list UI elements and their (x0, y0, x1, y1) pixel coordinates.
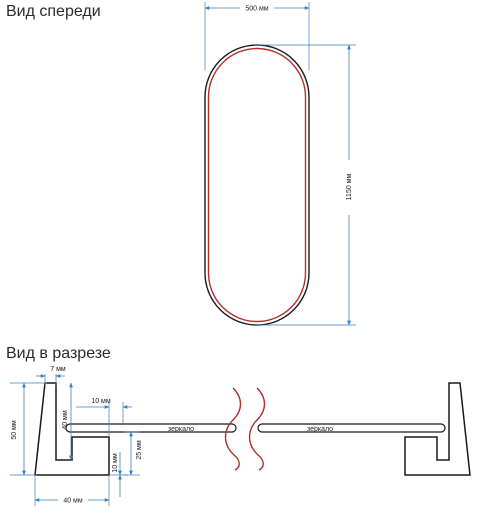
dim-frame-width-label: 40 мм (63, 498, 83, 505)
height-label: 1150 мм (346, 174, 353, 201)
dim-inner-height-label: 40 мм (62, 410, 69, 430)
height-dimension: 1150 мм (255, 44, 356, 326)
break-line-right (248, 387, 266, 471)
dim-lip-width-label: 7 мм (50, 366, 66, 373)
width-dimension: 500 мм (204, 2, 310, 70)
dim-overlap-label: 10 мм (91, 398, 111, 405)
dim-base-thickness-label: 10 мм (112, 453, 119, 473)
mirror-glass-right (257, 423, 446, 433)
mirror-glass-left (65, 423, 237, 433)
dim-lip-width: 7 мм (36, 366, 66, 385)
mirror-label-right: зеркало (307, 426, 333, 433)
dim-overlap: 10 мм (76, 398, 132, 437)
right-frame-profile (404, 382, 471, 476)
mirror-front-outline (204, 44, 310, 326)
break-line-left (224, 387, 242, 471)
dim-frame-height: 50 мм (10, 382, 47, 476)
dim-recess-depth-label: 25 мм (136, 440, 143, 460)
dim-base-thickness: 10 мм (109, 452, 128, 497)
dim-inner-height: 40 мм (62, 382, 73, 461)
front-view-title: Вид спереди (6, 3, 101, 20)
section-view-title: Вид в разрезе (6, 345, 111, 362)
dim-frame-height-label: 50 мм (11, 420, 18, 440)
dim-frame-width: 40 мм (34, 475, 110, 506)
width-label: 500 мм (245, 6, 268, 13)
mirror-label-left: зеркало (168, 426, 194, 433)
dim-recess-depth: 25 мм (124, 431, 143, 476)
